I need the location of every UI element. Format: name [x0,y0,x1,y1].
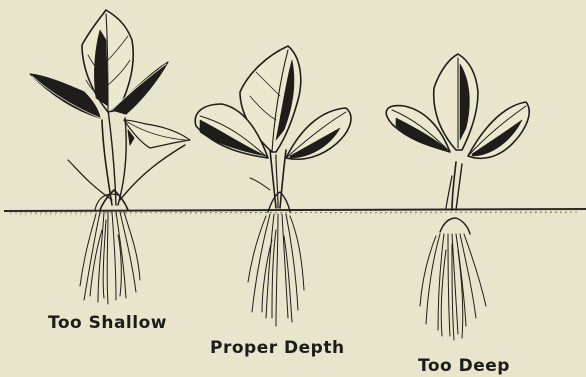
soil-line [4,209,586,215]
plant-too-deep [386,54,529,340]
label-proper-depth: Proper Depth [210,338,345,358]
label-too-shallow: Too Shallow [48,313,167,333]
plant-proper-depth [195,46,351,326]
label-too-deep: Too Deep [418,356,510,376]
plant-too-shallow [30,10,190,304]
